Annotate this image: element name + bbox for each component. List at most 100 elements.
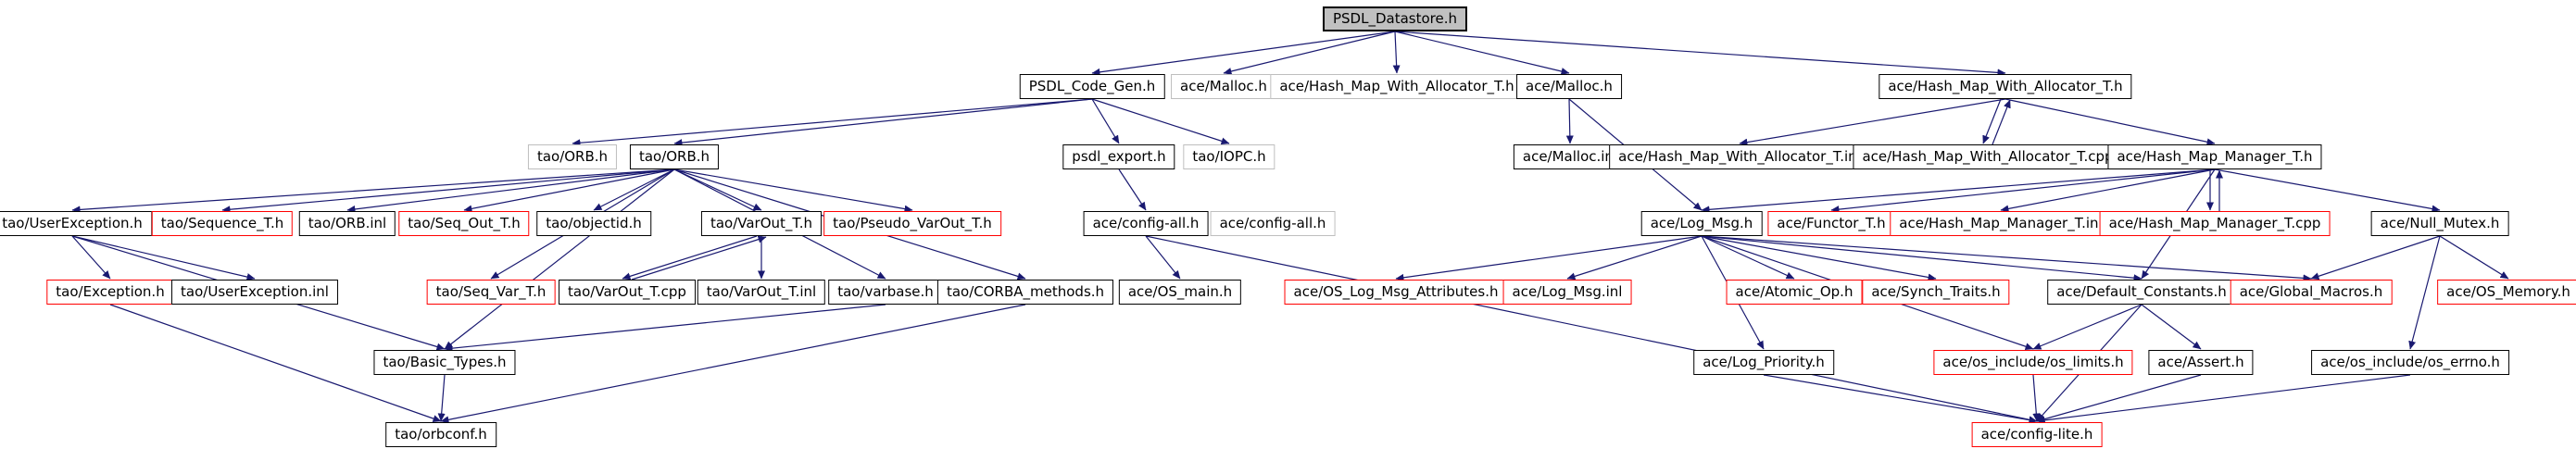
include-edge-varout_h-to-varout_cpp: [622, 235, 758, 281]
graph-node-sequence_t[interactable]: tao/Sequence_T.h: [151, 211, 294, 236]
graph-node-malloc_black[interactable]: ace/Malloc.h: [1516, 74, 1622, 99]
graph-node-objectid[interactable]: tao/objectid.h: [536, 211, 651, 236]
graph-node-hmwa_cpp[interactable]: ace/Hash_Map_With_Allocator_T.cpp: [1853, 144, 2123, 169]
graph-node-pseudo_varout[interactable]: tao/Pseudo_VarOut_T.h: [823, 211, 1001, 236]
include-edge-null_mutex-to-global_macros: [2310, 235, 2441, 281]
graph-node-assert[interactable]: ace/Assert.h: [2148, 350, 2254, 375]
graph-node-iopc: tao/IOPC.h: [1183, 144, 1275, 169]
graph-node-os_limits[interactable]: ace/os_include/os_limits.h: [1933, 350, 2133, 375]
graph-node-corba_methods[interactable]: tao/CORBA_methods.h: [936, 280, 1114, 305]
graph-node-orbconf[interactable]: tao/orbconf.h: [385, 422, 496, 447]
graph-node-orb_inl[interactable]: tao/ORB.inl: [298, 211, 396, 236]
include-edge-orb_black-to-orb_inl: [346, 168, 675, 213]
include-edge-default_constants-to-os_limits: [2032, 304, 2142, 350]
include-edge-orb_black-to-seq_out: [463, 168, 675, 213]
graph-node-config_lite[interactable]: ace/config-lite.h: [1971, 422, 2103, 447]
graph-node-functor[interactable]: ace/Functor_T.h: [1767, 211, 1895, 236]
include-edge-hmm_h-to-null_mutex: [2214, 168, 2441, 213]
graph-node-synch_traits[interactable]: ace/Synch_Traits.h: [1862, 280, 2010, 305]
graph-node-os_memory[interactable]: ace/OS_Memory.h: [2437, 280, 2576, 305]
graph-node-malloc_inl[interactable]: ace/Malloc.inl: [1513, 144, 1627, 169]
graph-node-config_all_gray: ace/config-all.h: [1210, 211, 1336, 236]
include-edge-orb_black-to-pseudo_varout: [673, 168, 913, 213]
include-edge-code_gen-to-psdl_export: [1091, 98, 1120, 144]
graph-node-malloc_gray: ace/Malloc.h: [1171, 74, 1276, 99]
graph-node-varout_h[interactable]: tao/VarOut_T.h: [700, 211, 823, 236]
include-edge-null_mutex-to-os_errno: [2408, 235, 2441, 350]
graph-node-hmwa_inl[interactable]: ace/Hash_Map_With_Allocator_T.inl: [1609, 144, 1870, 169]
graph-node-hmm_cpp[interactable]: ace/Hash_Map_Manager_T.cpp: [2099, 211, 2331, 236]
include-edge-datastore-to-code_gen: [1091, 31, 1396, 76]
graph-node-psdl_export[interactable]: psdl_export.h: [1062, 144, 1175, 169]
graph-node-log_msg[interactable]: ace/Log_Msg.h: [1640, 211, 1763, 236]
include-edge-orb_black-to-varout_h: [673, 168, 762, 211]
include-edge-log_priority-to-config_lite: [1763, 374, 2038, 424]
include-edge-basic_types-to-orbconf: [437, 374, 446, 422]
include-edge-log_msg-to-os_log_msg_attr: [1395, 235, 1703, 281]
include-edge-assert-to-config_lite: [2036, 374, 2202, 423]
graph-node-null_mutex[interactable]: ace/Null_Mutex.h: [2370, 211, 2509, 236]
include-edge-log_msg-to-synch_traits: [1701, 235, 1937, 281]
include-edge-orb_black-to-sequence_t: [221, 168, 675, 214]
include-edge-hmwa_black-to-hmwa_inl: [1739, 98, 2006, 146]
graph-node-log_priority[interactable]: ace/Log_Priority.h: [1693, 350, 1834, 375]
graph-node-hmm_inl[interactable]: ace/Hash_Map_Manager_T.inl: [1890, 211, 2112, 236]
include-edge-userexception-to-userexception_inl: [71, 235, 256, 281]
graph-node-hmwa_black[interactable]: ace/Hash_Map_With_Allocator_T.h: [1879, 74, 2132, 99]
graph-node-basic_types[interactable]: tao/Basic_Types.h: [373, 350, 516, 375]
graph-node-log_msg_inl[interactable]: ace/Log_Msg.inl: [1502, 280, 1632, 305]
graph-node-seq_var[interactable]: tao/Seq_Var_T.h: [426, 280, 556, 305]
graph-node-os_log_msg_attr[interactable]: ace/OS_Log_Msg_Attributes.h: [1284, 280, 1508, 305]
include-edge-os_errno-to-config_lite: [2036, 374, 2411, 424]
include-edge-hmwa_cpp-to-hmwa_black: [1992, 99, 2011, 145]
include-edge-code_gen-to-orb_gray: [572, 98, 1093, 147]
include-edge-log_msg-to-global_macros: [1701, 235, 2312, 282]
include-edge-orb_black-to-basic_types: [444, 168, 675, 350]
graph-node-orb_gray: tao/ORB.h: [527, 144, 618, 169]
include-edge-datastore-to-hmwa_black: [1394, 31, 2006, 77]
graph-node-varout_inl[interactable]: tao/VarOut_T.inl: [697, 280, 826, 305]
graph-node-atomic_op[interactable]: ace/Atomic_Op.h: [1726, 280, 1863, 305]
include-edge-datastore-to-malloc_gray: [1223, 31, 1396, 75]
include-edge-log_msg-to-default_constants: [1701, 235, 2142, 282]
graph-node-userexception_inl[interactable]: tao/UserException.inl: [171, 280, 338, 305]
include-edge-hmm_h-to-hmm_inl: [2000, 168, 2216, 213]
graph-node-userexception[interactable]: tao/UserException.h: [0, 211, 152, 236]
graph-node-seq_out[interactable]: tao/Seq_Out_T.h: [398, 211, 530, 236]
include-edge-config_all_black-to-config_lite: [1145, 235, 2038, 424]
graph-node-exception[interactable]: tao/Exception.h: [46, 280, 174, 305]
graph-node-os_main[interactable]: ace/OS_main.h: [1118, 280, 1242, 305]
include-edge-varout_cpp-to-varout_h: [631, 235, 767, 281]
include-edge-hmwa_black-to-hmm_h: [2004, 98, 2216, 146]
graph-node-code_gen[interactable]: PSDL_Code_Gen.h: [1019, 74, 1165, 99]
include-edge-log_msg-to-log_msg_inl: [1566, 235, 1703, 281]
graph-node-varout_cpp[interactable]: tao/VarOut_T.cpp: [559, 280, 696, 305]
include-edge-default_constants-to-assert: [2141, 304, 2202, 350]
include-edge-malloc_black-to-malloc_inl: [1565, 98, 1574, 144]
include-edge-code_gen-to-orb_black: [673, 98, 1093, 147]
include-edge-orb_black-to-userexception: [71, 168, 675, 214]
include-edge-os_limits-to-config_lite: [2032, 374, 2041, 422]
include-edge-exception-to-orbconf: [109, 304, 442, 422]
include-edge-varbase-to-basic_types: [444, 304, 886, 353]
include-edge-code_gen-to-iopc: [1091, 98, 1230, 145]
graph-node-config_all_black[interactable]: ace/config-all.h: [1083, 211, 1209, 236]
graph-node-orb_black[interactable]: tao/ORB.h: [629, 144, 720, 169]
include-edge-psdl_export-to-config_all_black: [1118, 168, 1147, 211]
include-edge-corba_methods-to-orbconf: [440, 304, 1026, 424]
include-edge-datastore-to-hmwa_gray: [1392, 31, 1401, 74]
include-edge-hmm_h-to-functor: [1830, 168, 2216, 214]
include-edge-hmwa_black-to-hmwa_cpp: [1982, 98, 2002, 144]
graph-node-global_macros[interactable]: ace/Global_Macros.h: [2230, 280, 2393, 305]
include-edge-datastore-to-malloc_black: [1394, 31, 1570, 75]
graph-node-datastore: PSDL_Datastore.h: [1322, 6, 1468, 31]
graph-node-os_errno[interactable]: ace/os_include/os_errno.h: [2311, 350, 2509, 375]
graph-node-hmm_h[interactable]: ace/Hash_Map_Manager_T.h: [2107, 144, 2322, 169]
include-edge-log_msg-to-atomic_op: [1701, 235, 1795, 280]
include-edge-hmm_h-to-log_msg: [1701, 168, 2216, 214]
graph-node-default_constants[interactable]: ace/Default_Constants.h: [2047, 280, 2236, 305]
graph-node-varbase[interactable]: tao/varbase.h: [828, 280, 943, 305]
include-edge-userexception-to-exception: [71, 235, 111, 280]
include-edge-null_mutex-to-os_memory: [2439, 235, 2509, 280]
